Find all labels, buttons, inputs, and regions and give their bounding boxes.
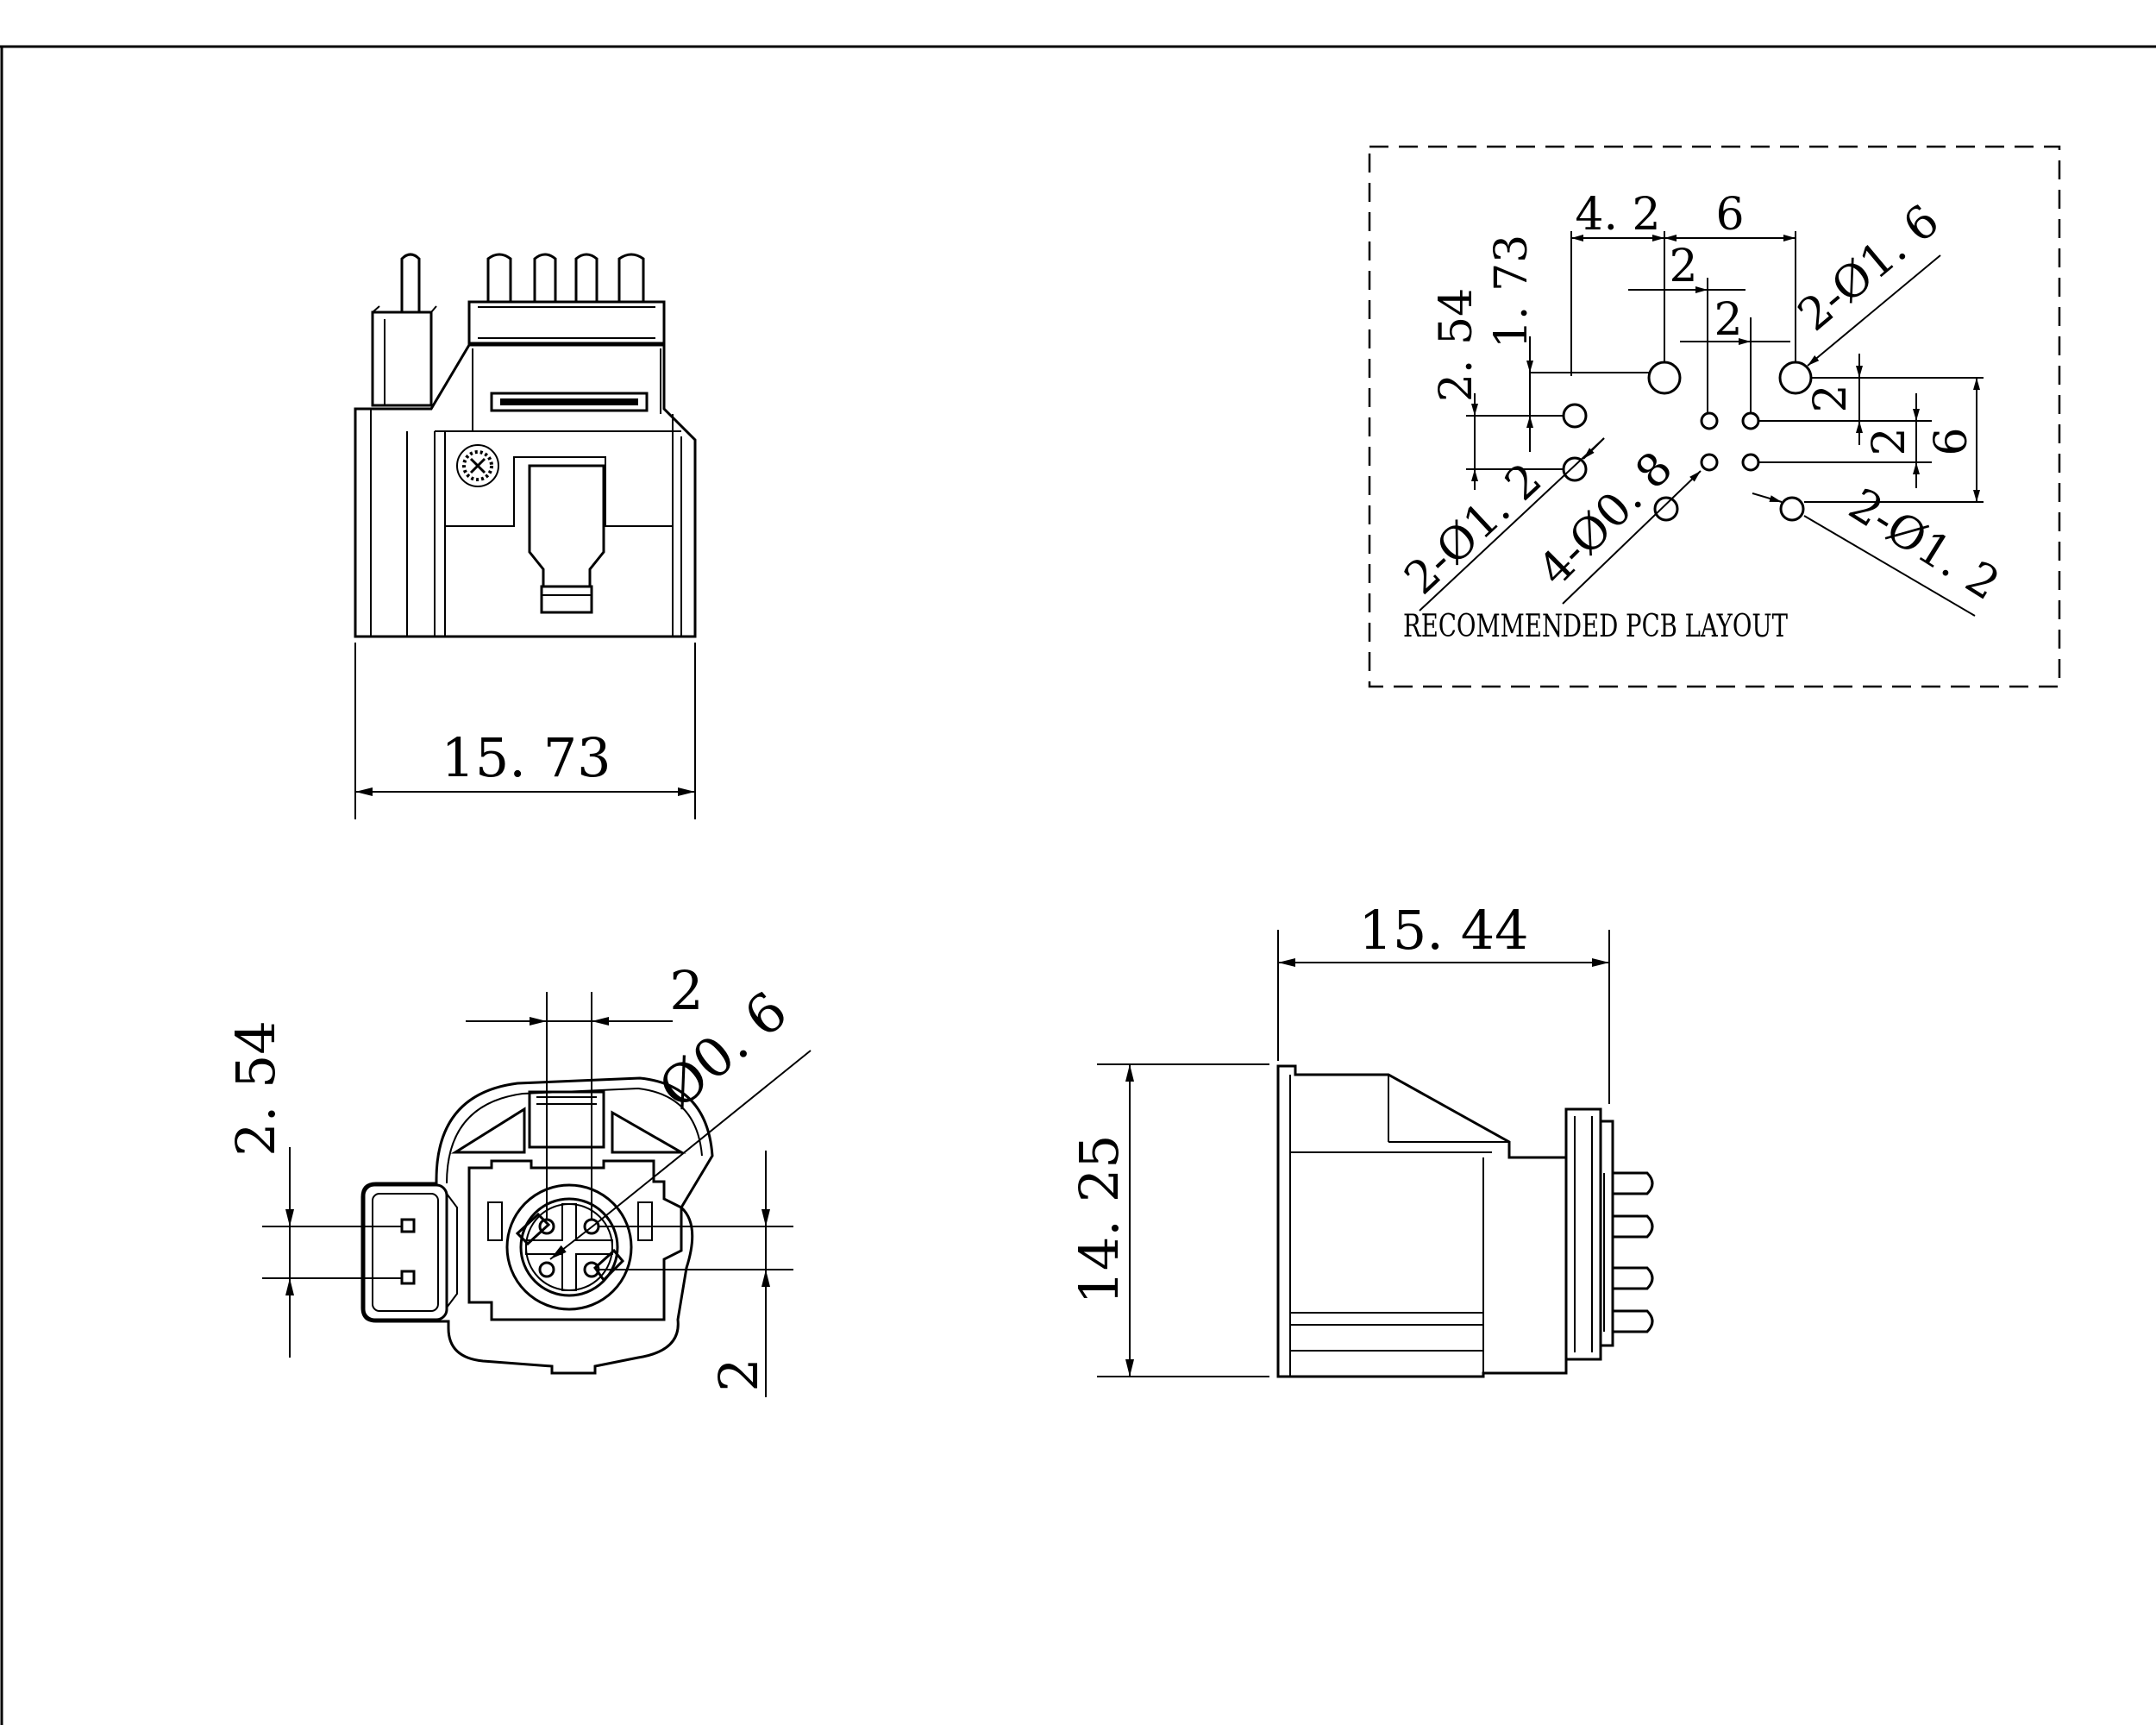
pcb-dim-2-54: 2. 54 <box>1431 288 1482 490</box>
bottom-vertical-pitch-dimension: 2. 54 <box>224 1020 402 1358</box>
svg-text:2: 2 <box>1805 384 1857 412</box>
svg-text:6: 6 <box>1715 189 1744 241</box>
bottom-view-ring-outer <box>505 1183 633 1311</box>
side-view-flange <box>1564 1107 1602 1361</box>
pcb-holes <box>1562 361 1813 522</box>
bottom-view-side-connector <box>362 1183 448 1321</box>
pcb-hole-1-2-d <box>1779 496 1805 522</box>
svg-text:2: 2 <box>1864 427 1915 455</box>
front-width-label: 15. 73 <box>441 726 611 789</box>
bottom-view-ring-inner <box>519 1197 619 1297</box>
svg-text:2. 54: 2. 54 <box>1431 288 1482 402</box>
pcb-dim-2-right-b: 2 <box>1864 393 1920 488</box>
bottom-vertical-pitch-label: 2. 54 <box>224 1020 287 1157</box>
svg-text:2-Ø1. 2: 2-Ø1. 2 <box>1395 454 1552 605</box>
front-width-dimension: 15. 73 <box>354 643 696 819</box>
svg-text:2: 2 <box>1669 241 1697 292</box>
pcb-leader-4-08: 4-Ø0. 8 <box>1529 442 1702 605</box>
pcb-layout-view: 4. 2 6 2 2 1. 73 2. 54 <box>1368 145 2061 688</box>
side-height-dimension: 14. 25 <box>1068 1063 1269 1377</box>
side-height-label: 14. 25 <box>1068 1134 1131 1304</box>
front-view: 15. 73 <box>354 253 697 819</box>
svg-text:2: 2 <box>1714 294 1742 346</box>
svg-text:6: 6 <box>1926 427 1977 455</box>
pcb-dim-6-top: 6 <box>1664 189 1796 242</box>
front-view-flange <box>467 300 666 345</box>
pcb-dim-1-73: 1. 73 <box>1486 235 1538 452</box>
pcb-dim-2-right-a: 2 <box>1805 354 1863 445</box>
side-width-dimension: 15. 44 <box>1277 899 1610 1104</box>
bottom-view: 2 Ø0. 6 2. 54 2 <box>224 959 812 1397</box>
pcb-hole-0-8-c <box>1700 453 1719 472</box>
pcb-dim-6-right: 6 <box>1926 378 1980 502</box>
logo-stamp <box>456 444 499 487</box>
pcb-leader-2-12-right: 2-Ø1. 2 <box>1752 479 2009 617</box>
pcb-dim-2-a: 2 <box>1628 241 1745 293</box>
pcb-dim-2-b: 2 <box>1680 294 1790 346</box>
bottom-pitch-label: 2 <box>669 959 703 1022</box>
bottom-pitch-dimension: 2 <box>466 959 704 1220</box>
sheet-frame <box>0 45 2156 1725</box>
pcb-extension-lines <box>1466 231 1984 503</box>
bottom-vertical-pitch2-dimension: 2 <box>599 1151 793 1397</box>
bottom-view-outline <box>360 1076 714 1375</box>
front-view-pins <box>400 253 645 312</box>
pcb-dim-4-2: 4. 2 <box>1571 189 1664 242</box>
bottom-vertical-pitch2-label: 2 <box>707 1358 770 1391</box>
pcb-layout-title: RECOMMENDED PCB LAYOUT <box>1403 609 1788 644</box>
front-view-slot <box>490 392 649 412</box>
side-view: 15. 44 14. 25 <box>1068 899 1654 1378</box>
svg-text:2-Ø1. 2: 2-Ø1. 2 <box>1839 479 2008 611</box>
side-view-pins <box>1603 1171 1654 1333</box>
pcb-hole-0-8-b <box>1741 411 1760 430</box>
pcb-hole-0-8-a <box>1700 411 1719 430</box>
pcb-hole-0-8-d <box>1741 453 1760 472</box>
pcb-hole-1-2-b <box>1562 456 1588 482</box>
pcb-hole-1-6-left <box>1647 361 1682 395</box>
pcb-leader-2-16: 2-Ø1. 6 <box>1789 195 1949 367</box>
side-view-body <box>1276 1064 1568 1378</box>
pcb-hole-1-2-a <box>1562 403 1588 429</box>
side-width-label: 15. 44 <box>1358 899 1528 962</box>
svg-text:4. 2: 4. 2 <box>1575 189 1660 241</box>
svg-text:1. 73: 1. 73 <box>1486 235 1538 348</box>
pcb-hole-1-2-c <box>1653 496 1679 522</box>
